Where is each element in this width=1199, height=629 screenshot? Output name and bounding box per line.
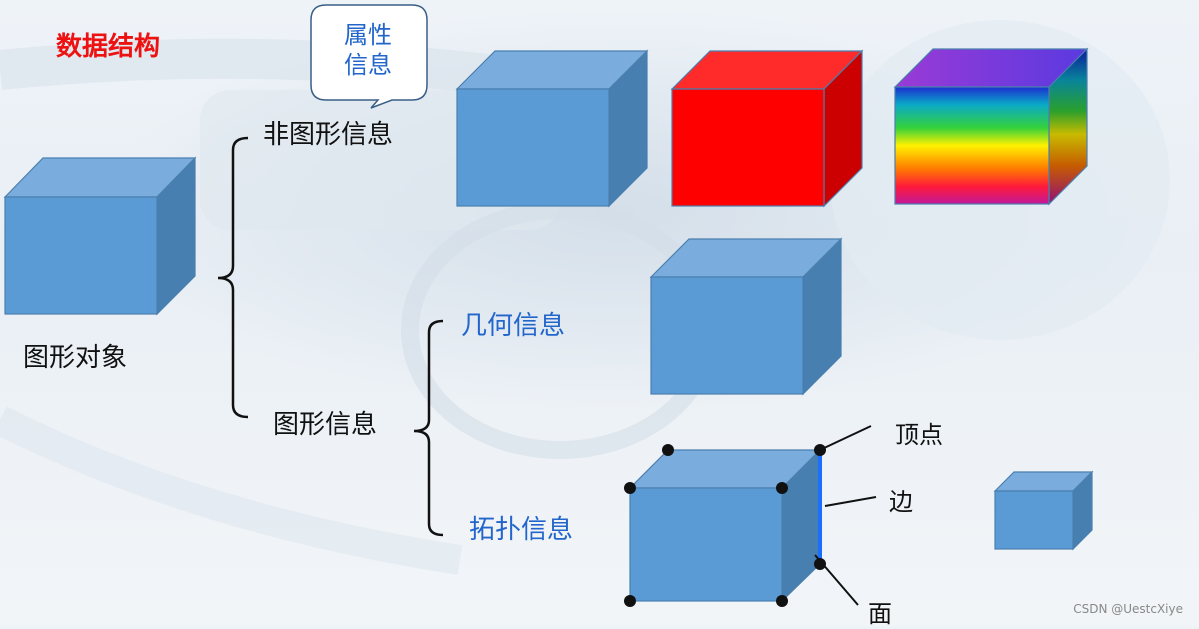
geometry-info-cube [649, 237, 843, 396]
vertex-dot [776, 482, 788, 494]
vertex-pointer-line [821, 425, 872, 450]
face-pointer-line [814, 554, 859, 606]
non-graphic-cube-rainbow [893, 47, 1089, 206]
edge-label: 边 [889, 488, 913, 516]
face-label: 面 [868, 600, 892, 628]
bubble-line-1: 属性 [344, 21, 392, 49]
watermark: CSDN @UestcXiye [1073, 602, 1183, 616]
vertex-dot [776, 595, 788, 607]
vertex-dot [662, 444, 674, 456]
topology-info-cube [624, 444, 826, 607]
vertex-dot [814, 558, 826, 570]
vertex-dot [814, 444, 826, 456]
brace-main [217, 136, 249, 419]
vertex-label: 顶点 [895, 421, 943, 449]
attribute-bubble-text: 属性 信息 [313, 20, 423, 80]
non-graphic-cube-blue [455, 49, 649, 208]
edge-pointer-line [824, 496, 877, 507]
topology-info-label: 拓扑信息 [469, 515, 574, 545]
geometry-info-label: 几何信息 [461, 311, 566, 341]
vertex-dot [624, 482, 636, 494]
slide-title: 数据结构 [56, 32, 161, 62]
small-cube [993, 470, 1094, 551]
bubble-line-2: 信息 [344, 51, 392, 79]
graphic-object-label: 图形对象 [23, 343, 128, 373]
graphic-object-cube [3, 156, 197, 316]
vertex-dot [624, 595, 636, 607]
graphic-info-label: 图形信息 [273, 410, 378, 440]
non-graphic-info-label: 非图形信息 [263, 120, 394, 150]
attribute-speech-bubble [310, 4, 428, 109]
brace-graphic-info [413, 319, 444, 537]
non-graphic-cube-red [670, 49, 864, 208]
